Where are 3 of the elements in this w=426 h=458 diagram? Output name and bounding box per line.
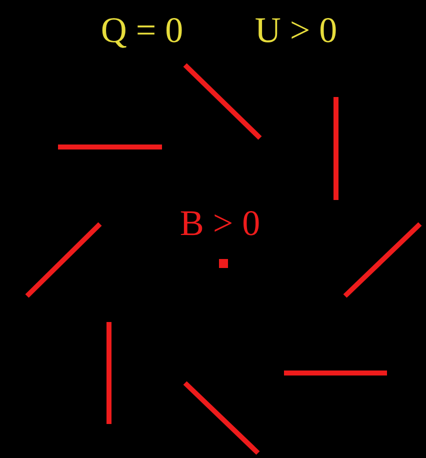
equation-label: Q = 0 (100, 10, 184, 50)
equation-label: U > 0 (254, 10, 338, 50)
equation-label: B > 0 (180, 203, 260, 243)
